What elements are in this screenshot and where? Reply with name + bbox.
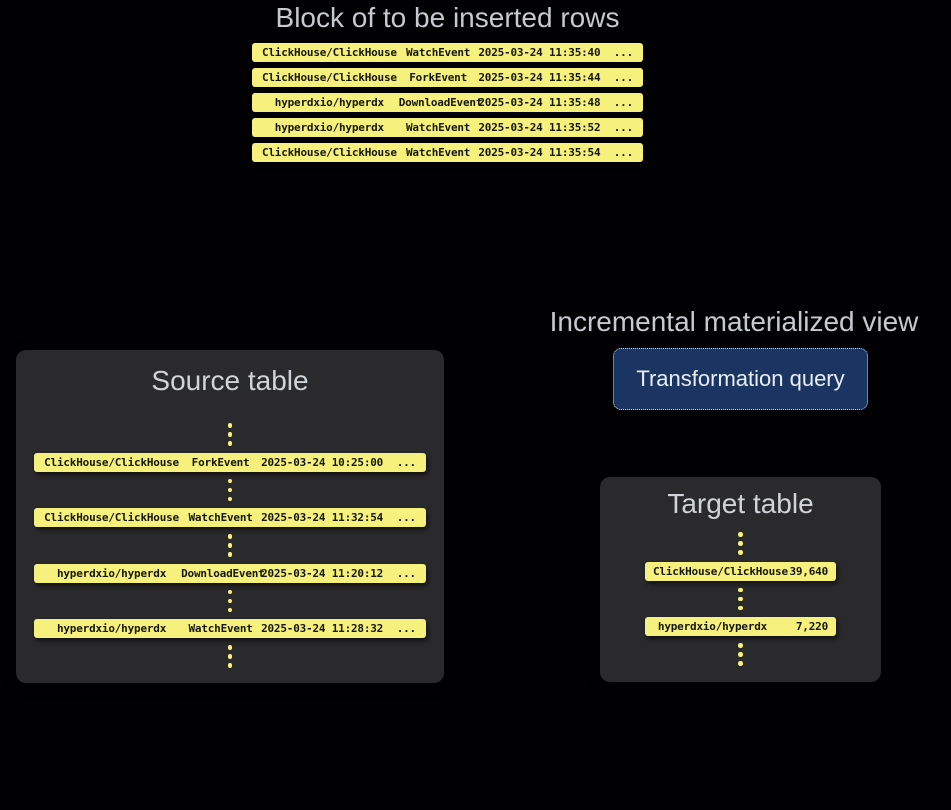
ellipsis-cell: ...	[613, 146, 633, 159]
event-cell: WatchEvent	[188, 622, 253, 635]
event-cell: DownloadEvent	[398, 96, 483, 109]
table-row: ClickHouse/ClickHouse ForkEvent 2025-03-…	[252, 68, 643, 87]
timestamp-cell: 2025-03-24 11:28:32	[261, 622, 384, 635]
ellipsis-cell: ...	[613, 71, 633, 84]
timestamp-cell: 2025-03-24 11:35:44	[478, 71, 601, 84]
ellipsis-cell: ...	[396, 566, 416, 580]
source-table-body: ClickHouse/ClickHouse ForkEvent 2025-03-…	[16, 421, 444, 670]
table-row: hyperdxio/hyperdx 7,220	[645, 617, 836, 636]
target-table-panel: Target table ClickHouse/ClickHouse 39,64…	[600, 477, 881, 682]
transformation-query-box: Transformation query	[613, 348, 868, 410]
timestamp-cell: 2025-03-24 11:35:40	[478, 46, 601, 59]
vertical-ellipsis-dots	[227, 532, 233, 559]
repo-cell: ClickHouse/ClickHouse	[44, 511, 179, 524]
table-row: ClickHouse/ClickHouse WatchEvent 2025-03…	[252, 43, 643, 62]
repo-cell: hyperdxio/hyperdx	[274, 121, 384, 134]
transformation-query-label: Transformation query	[636, 366, 845, 391]
repo-cell: hyperdxio/hyperdx	[56, 622, 167, 635]
source-table-title: Source table	[151, 365, 309, 396]
table-row: hyperdxio/hyperdx DownloadEvent 2025-03-…	[252, 93, 643, 112]
event-cell: WatchEvent	[188, 511, 253, 524]
ellipsis-cell: ...	[613, 121, 633, 134]
repo-cell: ClickHouse/ClickHouse	[653, 564, 788, 578]
vertical-ellipsis-dots	[738, 530, 743, 557]
timestamp-cell: 2025-03-24 11:32:54	[261, 511, 384, 524]
table-row: ClickHouse/ClickHouse WatchEvent 2025-03…	[34, 508, 426, 527]
vertical-ellipsis-dots	[227, 421, 233, 448]
repo-cell: hyperdxio/hyperdx	[657, 620, 768, 633]
materialized-view-title: Incremental materialized view	[549, 306, 919, 337]
vertical-ellipsis-dots	[227, 588, 233, 615]
ellipsis-cell: ...	[613, 96, 633, 109]
vertical-ellipsis-dots	[227, 477, 233, 504]
repo-cell: ClickHouse/ClickHouse	[44, 455, 179, 469]
vertical-ellipsis-dots	[738, 586, 743, 613]
timestamp-cell: 2025-03-24 11:20:12	[261, 566, 384, 580]
repo-cell: ClickHouse/ClickHouse	[261, 146, 397, 159]
target-table-body: ClickHouse/ClickHouse 39,640 hyperdxio/h…	[600, 530, 881, 668]
repo-cell: hyperdxio/hyperdx	[56, 566, 167, 580]
ellipsis-cell: ...	[396, 511, 416, 524]
count-cell: 7,220	[795, 620, 828, 633]
source-table-panel: Source table ClickHouse/ClickHouse ForkE…	[16, 350, 444, 683]
repo-cell: ClickHouse/ClickHouse	[261, 71, 397, 84]
event-cell: WatchEvent	[406, 146, 471, 159]
table-row: ClickHouse/ClickHouse ForkEvent 2025-03-…	[34, 452, 426, 472]
event-cell: WatchEvent	[406, 121, 471, 134]
table-row: ClickHouse/ClickHouse WatchEvent 2025-03…	[252, 143, 643, 162]
event-cell: WatchEvent	[406, 46, 471, 59]
table-row: hyperdxio/hyperdx WatchEvent 2025-03-24 …	[252, 118, 643, 137]
vertical-ellipsis-dots	[738, 641, 743, 668]
event-cell: DownloadEvent	[181, 566, 265, 580]
count-cell: 39,640	[789, 564, 828, 578]
table-row: hyperdxio/hyperdx DownloadEvent 2025-03-…	[34, 563, 426, 583]
timestamp-cell: 2025-03-24 11:35:48	[478, 96, 601, 109]
table-row: ClickHouse/ClickHouse 39,640	[645, 561, 836, 581]
table-row: hyperdxio/hyperdx WatchEvent 2025-03-24 …	[34, 619, 426, 638]
target-table-title: Target table	[667, 488, 814, 519]
ellipsis-cell: ...	[396, 622, 416, 635]
ellipsis-cell: ...	[396, 455, 416, 469]
repo-cell: hyperdxio/hyperdx	[274, 96, 384, 109]
timestamp-cell: 2025-03-24 11:35:52	[478, 121, 601, 134]
vertical-ellipsis-dots	[227, 643, 233, 670]
repo-cell: ClickHouse/ClickHouse	[261, 46, 397, 59]
ellipsis-cell: ...	[613, 46, 633, 59]
event-cell: ForkEvent	[191, 455, 250, 469]
insert-block-title: Block of to be inserted rows	[275, 2, 620, 33]
event-cell: ForkEvent	[409, 71, 468, 84]
timestamp-cell: 2025-03-24 10:25:00	[261, 455, 384, 469]
insert-block-rows: ClickHouse/ClickHouse WatchEvent 2025-03…	[252, 43, 643, 162]
timestamp-cell: 2025-03-24 11:35:54	[478, 146, 601, 159]
